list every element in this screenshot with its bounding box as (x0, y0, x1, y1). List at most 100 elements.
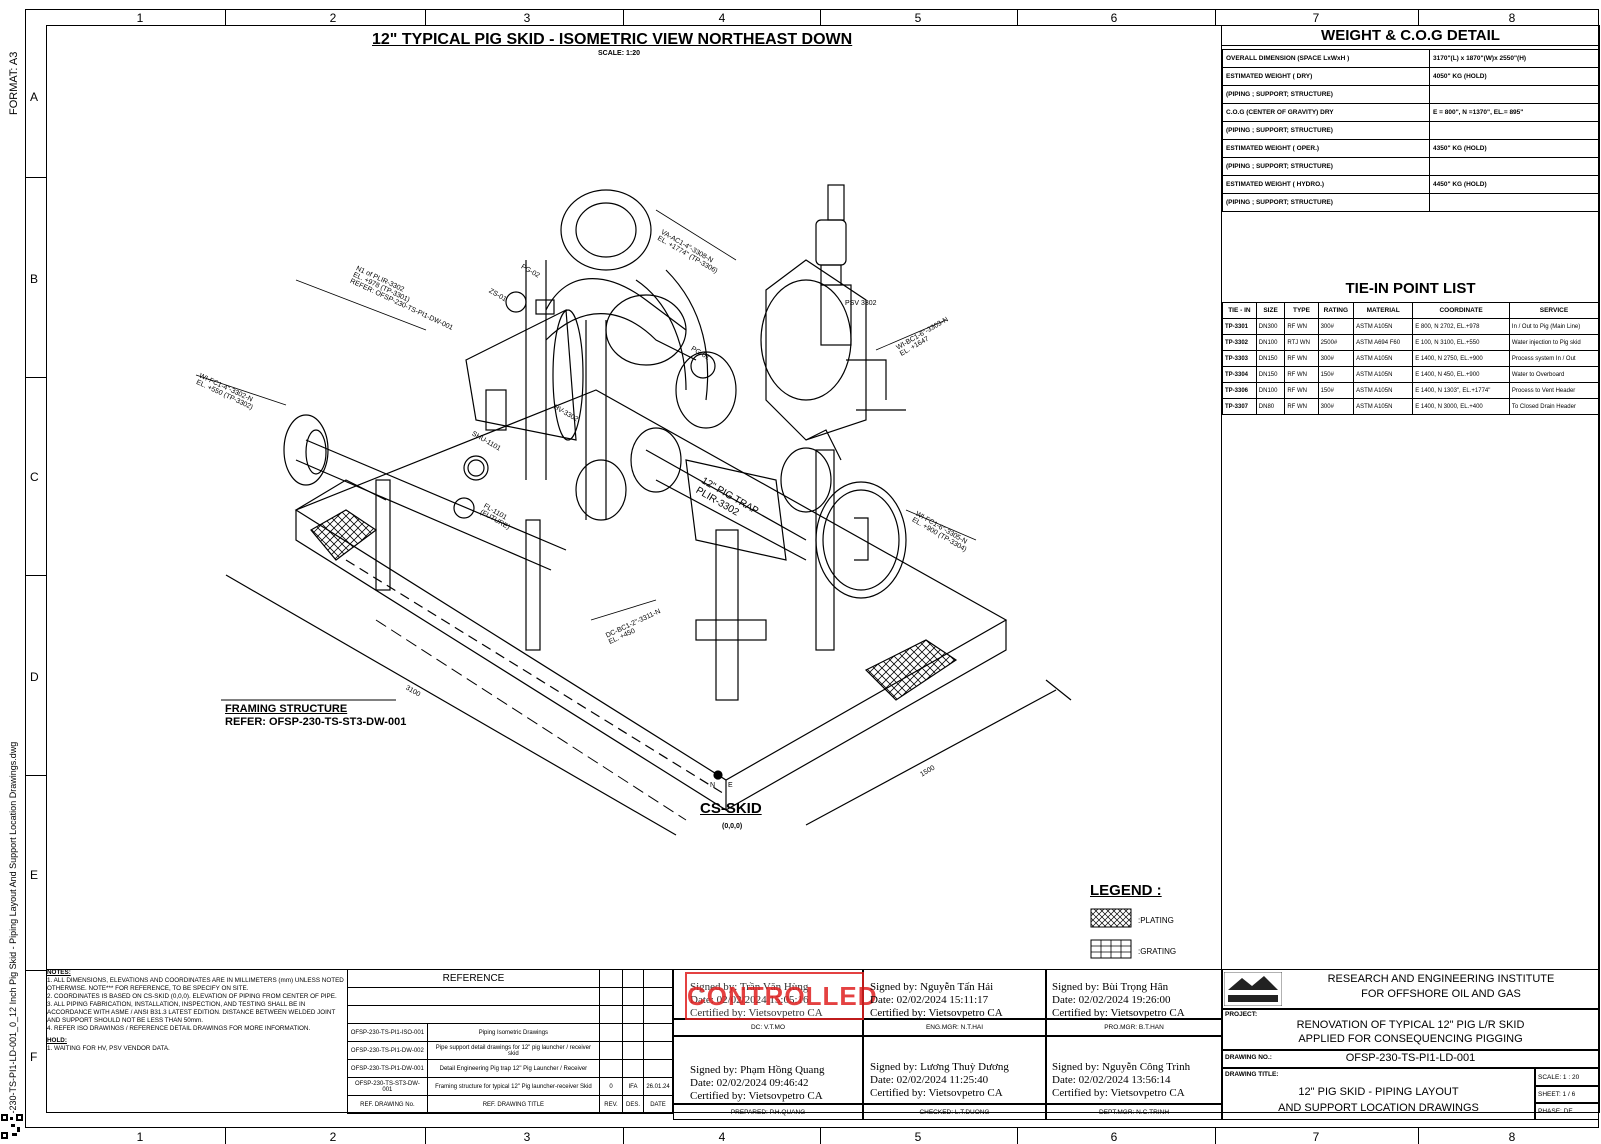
column-number: 2 (329, 1130, 337, 1144)
tie-in-cell: E 1400, N 450, EL.+900 (1412, 366, 1510, 383)
weight-cog-label: (PIPING ; SUPPORT; STRUCTURE) (1222, 193, 1430, 212)
weight-cog-value (1429, 121, 1599, 140)
weight-cog-value (1429, 85, 1599, 104)
tie-in-cell: To Closed Drain Header (1508, 398, 1600, 415)
tie-in-cell: RF WN (1284, 350, 1319, 367)
weight-cog-table: OVERALL DIMENSION (SPACE LxWxH )3170"(L)… (1222, 49, 1599, 212)
tie-in-header: SERVICE (1508, 302, 1600, 319)
column-divider (1215, 1128, 1216, 1144)
tie-in-cell: E 100, N 3100, EL.+550 (1412, 334, 1510, 351)
role-eng: ENG.MGR: N.T.HAI (863, 1019, 1046, 1036)
tie-in-cell: TP-3301 (1222, 318, 1257, 335)
row-letter: D (30, 670, 39, 684)
tie-in-cell: Process system In / Out (1508, 350, 1600, 367)
column-number: 5 (914, 11, 922, 25)
legend-grating: :GRATING (1138, 947, 1177, 956)
weight-cog-value (1429, 157, 1599, 176)
date-value: 26.01.24 (643, 1077, 673, 1096)
drawing-title: 12" TYPICAL PIG SKID - ISOMETRIC VIEW NO… (372, 31, 853, 48)
drawing-no-label: DRAWING NO.: (1225, 1054, 1272, 1061)
column-number: 6 (1110, 11, 1118, 25)
tie-in-cell: 300# (1317, 350, 1355, 367)
tie-in-cell: E 1400, N 3000, EL.+400 (1412, 398, 1510, 415)
weight-cog-row: OVERALL DIMENSION (SPACE LxWxH )3170"(L)… (1222, 49, 1599, 68)
ref-title-header: REF. DRAWING TITLE (426, 1095, 601, 1114)
column-number: 6 (1110, 1130, 1118, 1144)
note-4: 4. REFER ISO DRAWINGS / REFERENCE DETAIL… (47, 1025, 311, 1032)
tie-in-cell: In / Out to Pig (Main Line) (1508, 318, 1600, 335)
ref-no-1: OFSP-230-TS-PI1-DW-002 (347, 1041, 428, 1060)
weight-cog-value: 4450" KG (HOLD) (1429, 175, 1599, 194)
column-number: 1 (136, 1130, 144, 1144)
tie-in-cell: ASTM A105N (1353, 382, 1414, 399)
column-divider (820, 1128, 821, 1144)
note-2: 2. COORDINATES IS BASED ON CS-SKID (0,0,… (47, 993, 337, 1000)
column-divider (225, 9, 226, 25)
tie-in-cell: Water to Overboard (1508, 366, 1600, 383)
ref-title-1: Pipe support detail drawings for 12" pig… (426, 1041, 601, 1060)
weight-cog-row: (PIPING ; SUPPORT; STRUCTURE) (1222, 193, 1599, 212)
row-divider (25, 377, 46, 378)
column-number: 4 (718, 11, 726, 25)
tie-in-header: RATING (1317, 302, 1355, 319)
date-header: DATE (643, 1095, 673, 1114)
tie-in-cell: DN300 (1255, 318, 1286, 335)
tie-in-cell: TP-3302 (1222, 334, 1257, 351)
org-cell (1222, 969, 1599, 1009)
notes-title: NOTES: (47, 969, 71, 976)
sig-cell-6 (1046, 1036, 1222, 1104)
row-divider (25, 775, 46, 776)
role-chk: CHECKED: L.T.DUONG (863, 1104, 1046, 1120)
role-dept: DEPT.MGR: N.C.TRINH (1046, 1104, 1222, 1120)
column-divider (623, 1128, 624, 1144)
weight-cog-label: (PIPING ; SUPPORT; STRUCTURE) (1222, 121, 1430, 140)
weight-cog-title: WEIGHT & C.O.G DETAIL (1222, 25, 1599, 46)
column-number: 8 (1508, 1130, 1516, 1144)
project-cell (1222, 1009, 1599, 1050)
tie-in-cell: Water injection to Pig skid (1508, 334, 1600, 351)
legend-swatches (1090, 908, 1132, 959)
east-marker: E (728, 782, 733, 789)
file-label: OFSP-230-TS-PI1-LD-001_0_12 Inch Pig Ski… (8, 741, 18, 1138)
controlled-stamp: CONTROLLED (685, 972, 877, 1020)
weight-cog-value (1429, 193, 1599, 212)
tie-in-cell: DN150 (1255, 350, 1286, 367)
weight-cog-label: ESTIMATED WEIGHT ( OPER.) (1222, 139, 1430, 158)
tie-in-cell: 150# (1317, 382, 1355, 399)
column-number: 2 (329, 11, 337, 25)
role-pro: PRO.MGR: B.T.HAN (1046, 1019, 1222, 1036)
row-letter: B (30, 272, 39, 286)
cs-skid-label: CS-SKID (700, 800, 762, 817)
tie-in-cell: 150# (1317, 366, 1355, 383)
tie-in-cell: ASTM A694 F60 (1353, 334, 1414, 351)
drawing-border (25, 9, 1599, 1128)
weight-cog-value: E = 800", N =1370", EL.= 895" (1429, 103, 1599, 122)
row-divider (25, 575, 46, 576)
column-divider (1215, 9, 1216, 25)
weight-cog-row: (PIPING ; SUPPORT; STRUCTURE) (1222, 85, 1599, 104)
column-number: 7 (1312, 1130, 1320, 1144)
tie-in-cell: RF WN (1284, 382, 1319, 399)
drawing-title-cell (1222, 1068, 1535, 1120)
note-3: 3. ALL PIPING FABRICATION, INSTALLATION,… (47, 1001, 336, 1024)
row-letter: C (30, 470, 39, 484)
weight-cog-value: 4050" KG (HOLD) (1429, 67, 1599, 86)
role-prep: PREPARED: P.H.QUANG (673, 1104, 863, 1120)
column-divider (225, 1128, 226, 1144)
column-number: 1 (136, 11, 144, 25)
drawing-area (46, 25, 1600, 1113)
tie-in-header: COORDINATE (1412, 302, 1510, 319)
ref-title-3: Framing structure for typical 12" Pig la… (426, 1077, 601, 1096)
hold-item: 1. WAITING FOR HV, PSV VENDOR DATA. (47, 1045, 170, 1052)
ref-no-2: OFSP-230-TS-PI1-DW-001 (347, 1059, 428, 1078)
scale-cell: SCALE: 1 : 20 (1535, 1068, 1599, 1086)
tie-in-cell: RF WN (1284, 366, 1319, 383)
reference-title: REFERENCE (347, 969, 600, 988)
